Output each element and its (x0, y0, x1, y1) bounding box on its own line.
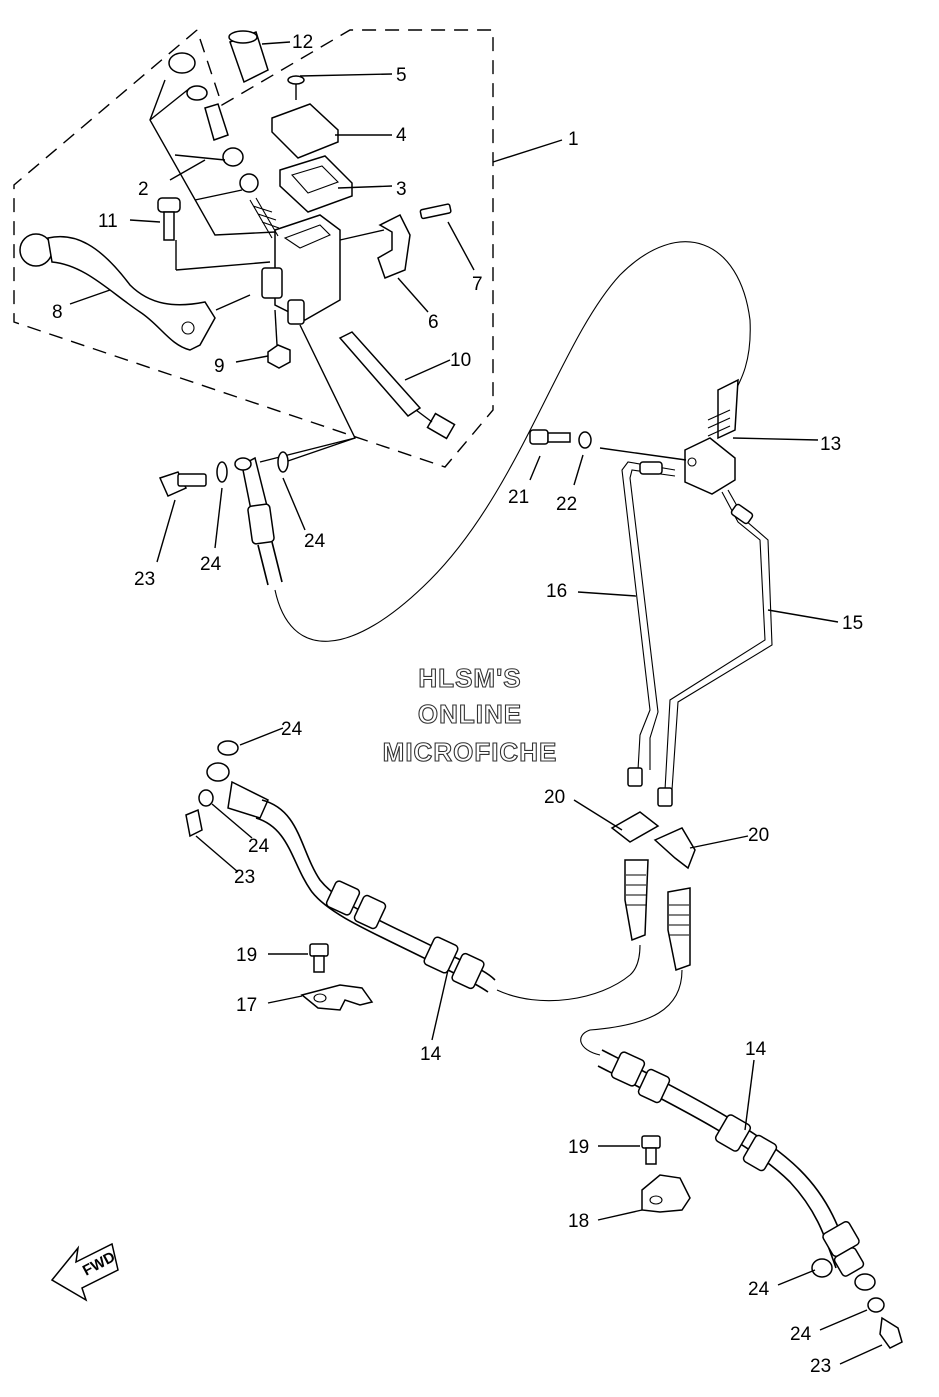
hose-clamp-right (641, 1135, 691, 1213)
callout-14-right: 14 (745, 1039, 767, 1060)
piston-kit (149, 52, 280, 239)
callout-22: 22 (556, 494, 577, 515)
callout-19-right: 19 (568, 1137, 589, 1158)
fwd-arrow-icon: FWD (50, 1242, 119, 1302)
callout-24-e: 24 (748, 1279, 770, 1300)
callout-2: 2 (138, 179, 149, 200)
callout-18: 18 (568, 1211, 589, 1232)
callout-23-bottom: 23 (810, 1356, 831, 1377)
callout-15: 15 (842, 613, 863, 634)
callout-21: 21 (508, 487, 529, 508)
callout-19-left: 19 (236, 945, 257, 966)
callout-13: 13 (820, 434, 841, 455)
callout-4: 4 (396, 125, 407, 146)
callout-leaders (69, 41, 883, 1365)
brake-switch (338, 331, 456, 440)
cap-screw (287, 75, 305, 100)
assembly-boundary (13, 29, 494, 468)
callout-24-d: 24 (248, 836, 270, 857)
reservoir-cap (271, 103, 353, 213)
callout-24-c: 24 (281, 719, 303, 740)
callout-17: 17 (236, 995, 257, 1016)
callout-7: 7 (472, 274, 483, 295)
callout-9: 9 (214, 356, 225, 377)
callout-8: 8 (52, 302, 63, 323)
hose-connectors (624, 859, 691, 971)
clamp-holder (339, 203, 452, 279)
hose-clamp-left (300, 943, 374, 1011)
callout-16: 16 (546, 581, 567, 602)
callout-20-left: 20 (544, 787, 565, 808)
left-lower-hose (198, 740, 641, 1002)
watermark: HLSM'S ONLINE MICROFICHE (382, 662, 558, 767)
callout-24-f: 24 (790, 1324, 812, 1345)
brake-lever (19, 233, 216, 351)
callout-5: 5 (396, 65, 407, 86)
union-bolt-upper (158, 451, 289, 497)
union-bolt-left (185, 808, 203, 838)
right-lower-hose (580, 969, 903, 1349)
callout-23-left: 23 (234, 867, 255, 888)
joint-bolt (529, 429, 687, 461)
callout-6: 6 (428, 312, 439, 333)
pipe-brackets (610, 811, 696, 870)
brake-joint (684, 378, 739, 495)
master-cylinder-body (261, 214, 341, 325)
callout-23-top: 23 (134, 569, 155, 590)
callout-3: 3 (396, 179, 407, 200)
callout-12: 12 (292, 32, 313, 53)
callout-10: 10 (450, 350, 471, 371)
callout-24-b: 24 (304, 531, 326, 552)
watermark-line-1: HLSM'S (418, 663, 521, 693)
watermark-line-3: MICROFICHE (383, 737, 558, 767)
assembly-leaders (175, 240, 356, 463)
pivot-bolt (157, 197, 181, 241)
callout-1: 1 (568, 129, 579, 150)
callout-20-right: 20 (748, 825, 769, 846)
watermark-line-2: ONLINE (418, 699, 522, 729)
callout-24-a: 24 (200, 554, 222, 575)
callout-11: 11 (98, 211, 118, 232)
brake-pipes (621, 461, 773, 807)
callout-14-left: 14 (420, 1044, 442, 1065)
callout-numbers: 1 2 3 4 5 6 7 8 9 10 11 12 13 14 14 15 1… (52, 32, 863, 1377)
lever-nut (267, 309, 291, 369)
upper-brake-hose (234, 241, 751, 642)
dust-boot (228, 30, 269, 84)
